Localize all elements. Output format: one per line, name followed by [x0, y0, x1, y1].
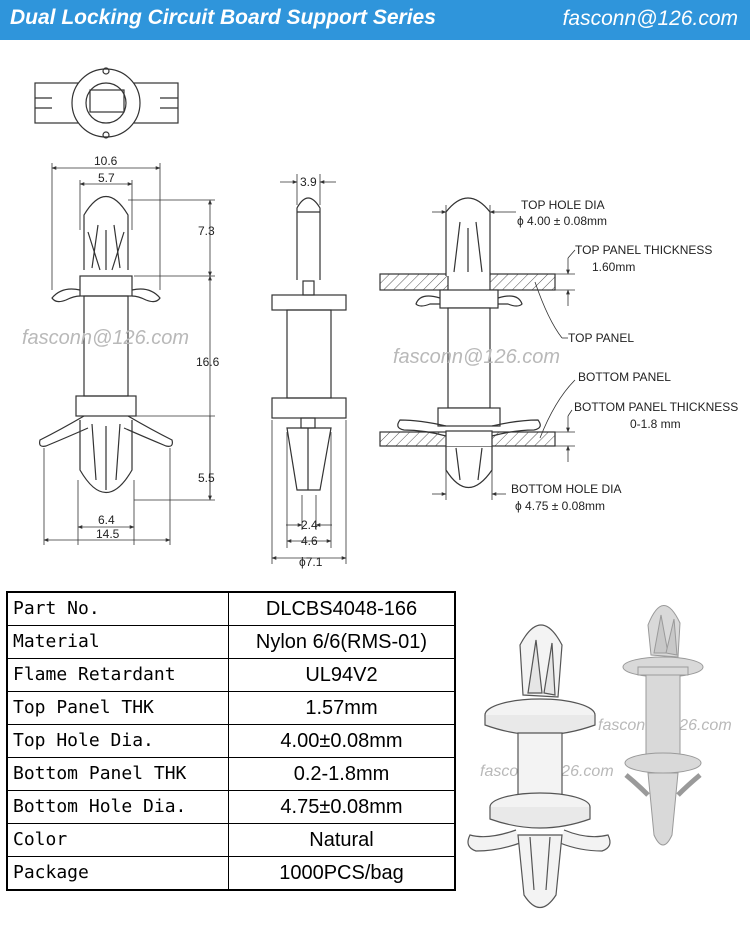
front-view	[39, 196, 173, 494]
spec-value: 1000PCS/bag	[228, 856, 456, 891]
bottom-hole-dia-value: ϕ 4.75 ± 0.08mm	[515, 499, 605, 513]
header-banner: Dual Locking Circuit Board Support Serie…	[0, 0, 750, 40]
spec-value: 4.75±0.08mm	[228, 790, 456, 824]
spec-label: Part No.	[6, 591, 229, 626]
spec-value: 1.57mm	[228, 691, 456, 725]
bottom-hole-dia-label: BOTTOM HOLE DIA	[511, 482, 621, 496]
front-dimensions	[43, 163, 215, 545]
technical-drawing: 10.6 5.7 7.3 16.6 5.5 6.4 14.5 3.9	[34, 67, 738, 569]
spec-value: Natural	[228, 823, 456, 857]
dim-10-6: 10.6	[94, 154, 118, 168]
product-photo	[467, 605, 704, 909]
spec-value: DLCBS4048-166	[228, 591, 456, 626]
top-panel-thk-label: TOP PANEL THICKNESS	[575, 243, 712, 257]
table-row: Part No.DLCBS4048-166	[6, 591, 456, 626]
spec-value: 4.00±0.08mm	[228, 724, 456, 758]
page-title: Dual Locking Circuit Board Support Serie…	[10, 6, 436, 29]
dim-5-7: 5.7	[98, 171, 115, 185]
bottom-panel-label: BOTTOM PANEL	[578, 370, 671, 384]
gray-part-image	[622, 605, 704, 846]
spec-label: Bottom Hole Dia.	[6, 790, 229, 824]
assembly-dimensions	[432, 205, 576, 500]
side-view	[271, 197, 347, 491]
spec-value: 0.2-1.8mm	[228, 757, 456, 791]
bottom-panel-thk-value: 0-1.8 mm	[630, 417, 681, 431]
dim-7-1: ϕ7.1	[299, 555, 323, 569]
top-panel-thk-value: 1.60mm	[592, 260, 635, 274]
dim-16-6: 16.6	[196, 355, 220, 369]
spec-label: Package	[6, 856, 229, 891]
table-row: Bottom Hole Dia.4.75±0.08mm	[6, 790, 456, 824]
top-hole-dia-label: TOP HOLE DIA	[521, 198, 605, 212]
top-panel-label: TOP PANEL	[568, 331, 634, 345]
dim-14-5: 14.5	[96, 527, 120, 541]
spec-value: Nylon 6/6(RMS-01)	[228, 625, 456, 659]
spec-label: Top Hole Dia.	[6, 724, 229, 758]
dim-2-4: 2.4	[301, 518, 318, 532]
top-hole-dia-value: ϕ 4.00 ± 0.08mm	[517, 214, 607, 228]
spec-label: Bottom Panel THK	[6, 757, 229, 791]
dim-5-5: 5.5	[198, 471, 215, 485]
dim-4-6: 4.6	[301, 534, 318, 548]
dim-7-3: 7.3	[198, 224, 215, 238]
top-view	[34, 67, 179, 139]
contact-email: fasconn@126.com	[562, 7, 738, 30]
spec-label: Material	[6, 625, 229, 659]
white-part-image	[467, 624, 611, 909]
spec-label: Flame Retardant	[6, 658, 229, 692]
assembly-view	[379, 197, 556, 488]
spec-label: Color	[6, 823, 229, 857]
side-dimensions	[271, 174, 347, 564]
watermark: fasconn@126.com	[393, 346, 561, 368]
spec-value: UL94V2	[228, 658, 456, 692]
bottom-panel-thk-label: BOTTOM PANEL THICKNESS	[574, 400, 738, 414]
dim-3-9: 3.9	[300, 175, 317, 189]
spec-label: Top Panel THK	[6, 691, 229, 725]
watermark: fasconn@126.com	[22, 327, 190, 349]
table-row: Top Hole Dia.4.00±0.08mm	[6, 724, 456, 758]
dim-6-4: 6.4	[98, 513, 115, 527]
